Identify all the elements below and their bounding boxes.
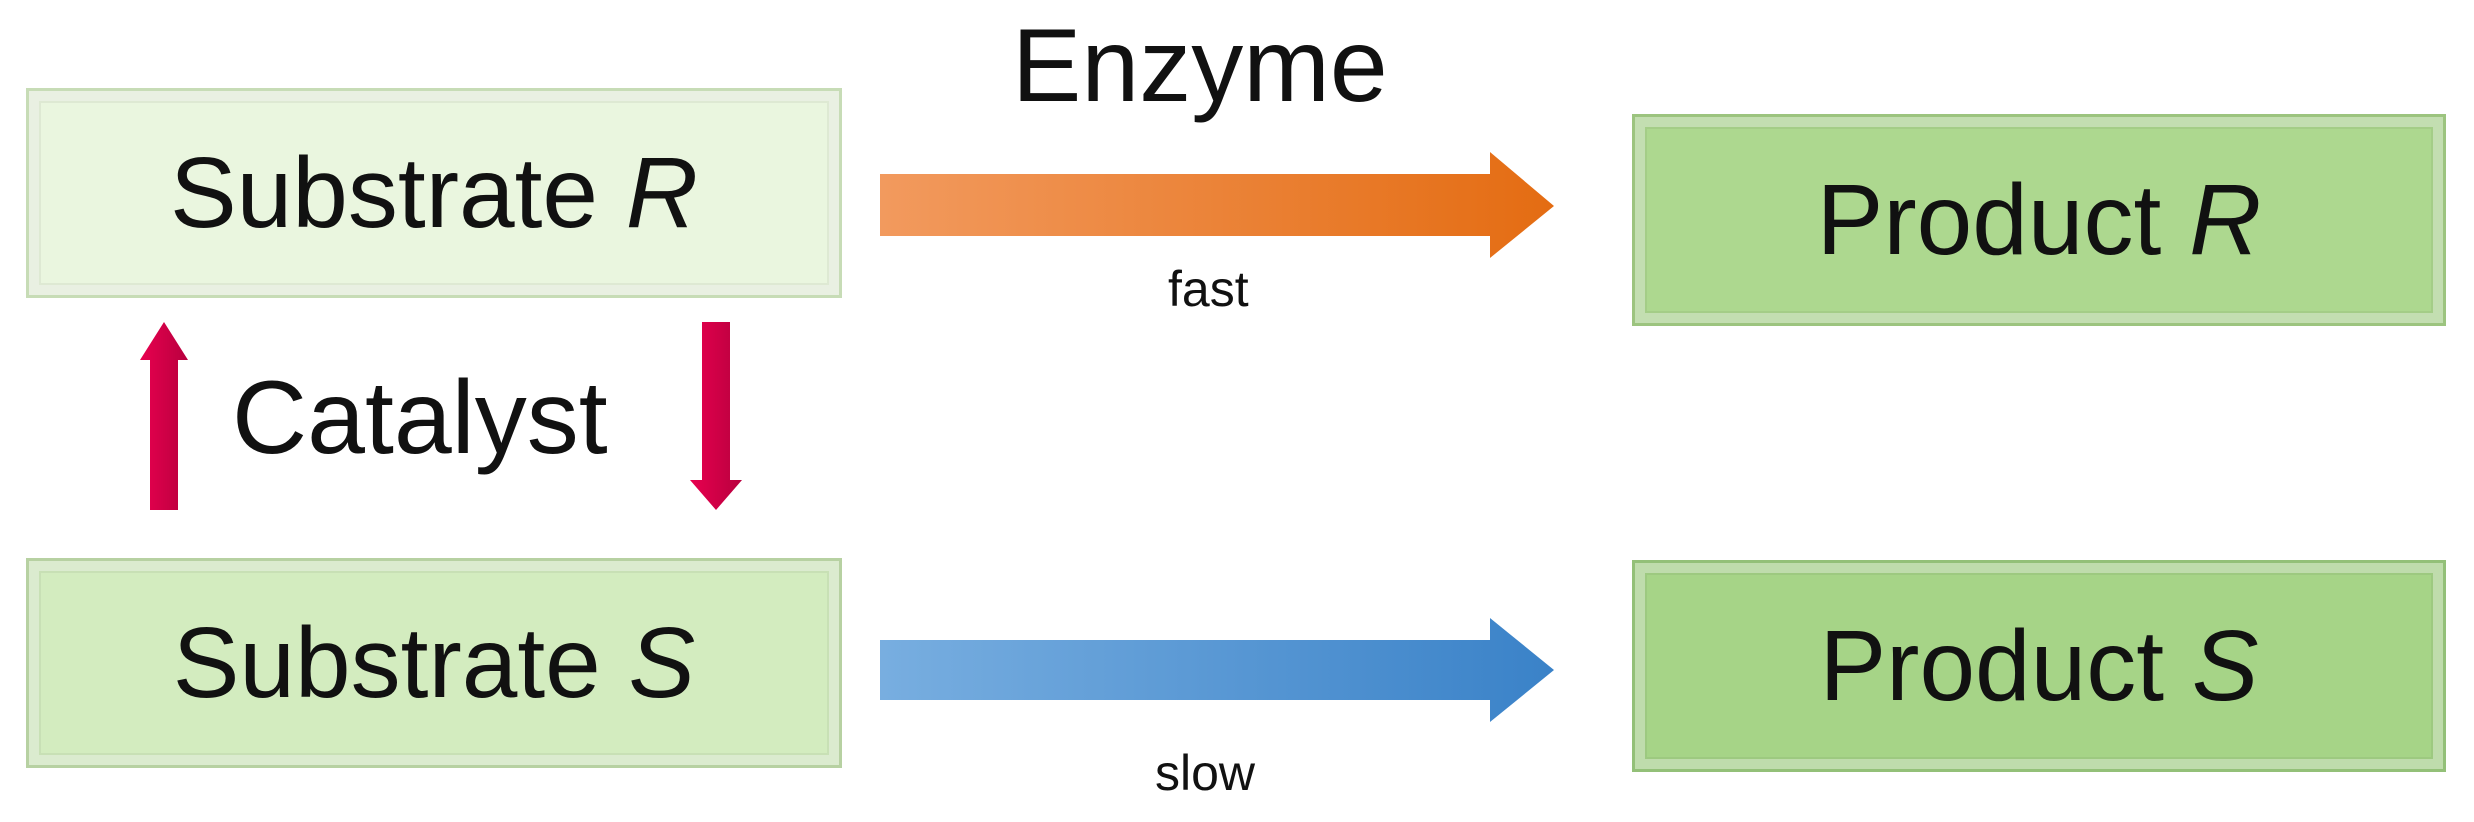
product-r-box: Product R — [1632, 114, 2446, 326]
product-r-label: Product R — [1816, 164, 2262, 276]
product-s-box: Product S — [1632, 560, 2446, 772]
catalyst-label: Catalyst — [232, 360, 608, 476]
catalyst-down-arrow — [690, 322, 742, 510]
slow-rate-label: slow — [1155, 745, 1256, 801]
substrate-r-box: Substrate R — [26, 88, 842, 298]
product-s-label: Product S — [1819, 610, 2259, 722]
substrate-s-box: Substrate S — [26, 558, 842, 768]
fast-rate-label: fast — [1168, 261, 1249, 317]
catalyst-up-arrow — [140, 322, 188, 510]
substrate-s-label: Substrate S — [172, 607, 696, 719]
enzyme-label: Enzyme — [1012, 8, 1388, 124]
fast-reaction-arrow — [880, 152, 1554, 258]
substrate-r-label: Substrate R — [169, 137, 699, 249]
slow-reaction-arrow — [880, 618, 1554, 722]
